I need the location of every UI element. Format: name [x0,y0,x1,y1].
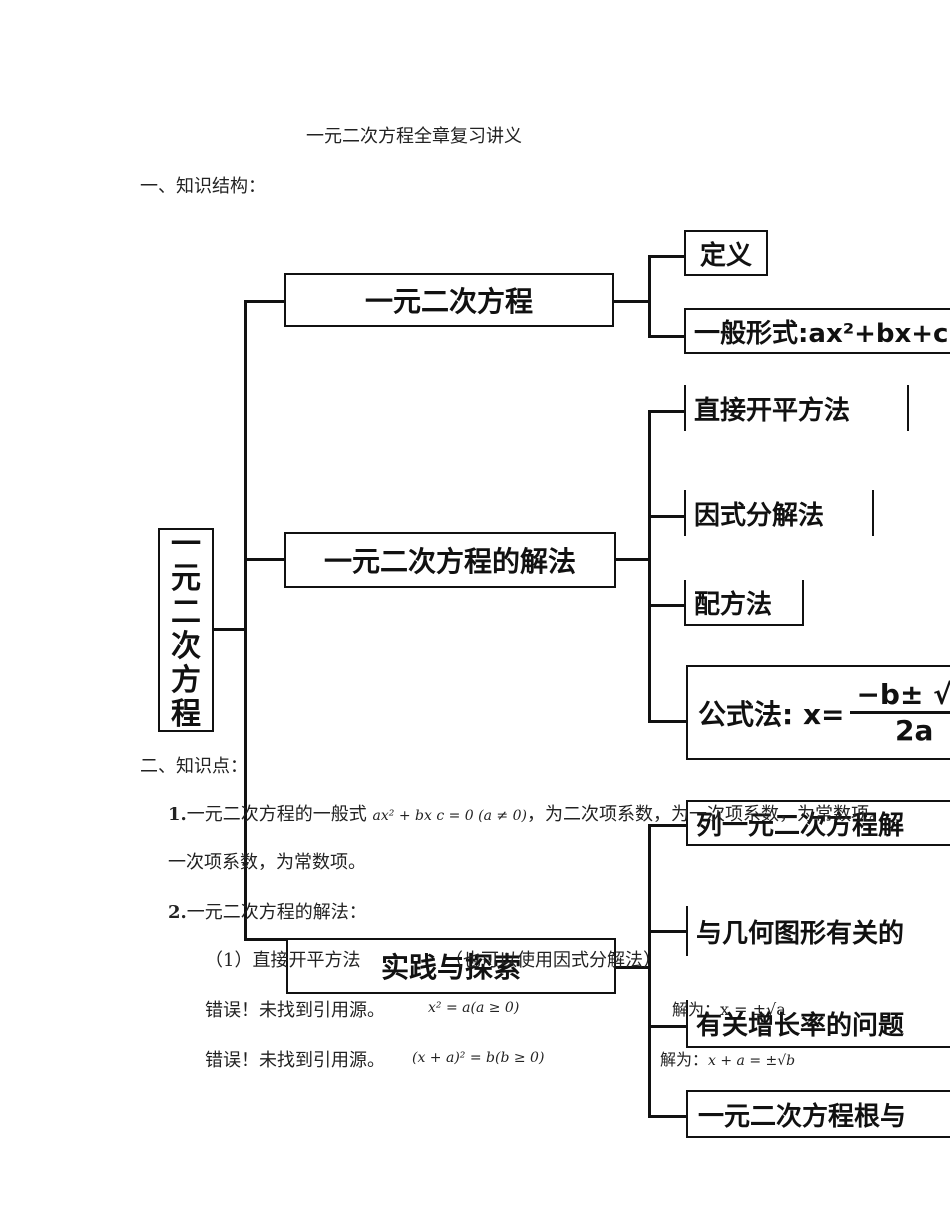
main-spine-line [244,300,247,940]
branch1-spine [648,255,651,337]
branch2-connector [244,558,286,561]
complete-square-connector [648,604,686,607]
section-heading-structure: 一、知识结构： [140,176,266,197]
error-ref-1: 错误！未找到引用源。 [205,1000,385,1021]
error-ref-2: 错误！未找到引用源。 [205,1050,385,1071]
quadratic-formula-node: 公式法: x= −b± √b 2a [686,665,950,760]
point1-number: 1. [168,804,187,825]
point1-line: 1.一元二次方程的一般式 ax² + bx c = 0 (a ≠ 0)，为二次项… [168,800,887,826]
branch1-connector [244,300,286,303]
document-title: 一元二次方程全章复习讲义 [306,126,522,147]
roots-relation-node: 一元二次方程根与 [686,1090,950,1138]
geometry-connector [648,930,686,933]
direct-sqrt-connector [648,410,686,413]
formula-label: 公式法: x= [698,697,845,731]
direct-sqrt-method-node: 直接开平方法 [684,385,909,431]
factoring-method-node: 因式分解法 [684,490,874,536]
point2-line: 2.一元二次方程的解法： [168,898,367,924]
point2-text: 一元二次方程的解法： [186,902,367,923]
branch1-node: 一元二次方程 [284,273,614,327]
point1-formula: ax² + bx c = 0 (a ≠ 0) [372,808,527,824]
root-connector [212,628,246,631]
formula-connector [648,720,686,723]
formula-fraction: −b± √b 2a [850,678,950,747]
general-form-connector [648,335,686,338]
geometry-problem-node: 与几何图形有关的 [686,906,950,956]
branch3-connector [244,938,286,941]
roots-connector [648,1115,686,1118]
formula-numerator: −b± √b [850,678,950,714]
method1-label: （1）直接开平方法 [205,950,361,971]
solution-2-line: 解为：x + a = ±√b [660,1046,795,1070]
solution-2: x + a = ±√b [708,1053,796,1069]
growth-connector [648,1025,686,1028]
general-form-node: 一般形式:ax²+bx+c [684,308,950,354]
equation-2: (x + a)² = b(b ≥ 0) [412,1050,545,1066]
solution-2-label: 解为： [660,1050,709,1069]
point2-number: 2. [168,902,187,923]
section-heading-points: 二、知识点： [140,756,248,777]
factor-connector [648,515,686,518]
word-problem-node: 列一元二次方程解 [686,800,950,846]
point1-tail: ，为二次项系数，为一次项系数，为常数项。 [526,804,887,825]
growth-rate-node: 有关增长率的问题 [686,1000,950,1048]
definition-node: 定义 [684,230,768,276]
solution-1: 解为：x = ±√a [672,1000,786,1019]
branch1-out-line [612,300,650,303]
point1-text: 一元二次方程的一般式 [186,804,367,825]
branch2-out-line [614,558,650,561]
branch3-spine [648,824,651,1118]
equation-1: x² = a(a ≥ 0) [428,1000,520,1016]
formula-denominator: 2a [894,714,934,747]
branch2-spine [648,410,651,722]
def-connector [648,255,686,258]
word-problem-connector [648,824,686,827]
branch3-out-line [614,966,650,969]
point1-line2: 一次项系数，为常数项。 [168,852,366,873]
branch3-node: 实践与探索 [286,938,616,994]
completing-square-method-node: 配方法 [684,580,804,626]
root-node: 一元二次方程 [158,528,214,732]
branch2-node: 一元二次方程的解法 [284,532,616,588]
method1-note: （也可以使用因式分解法） [445,950,661,971]
